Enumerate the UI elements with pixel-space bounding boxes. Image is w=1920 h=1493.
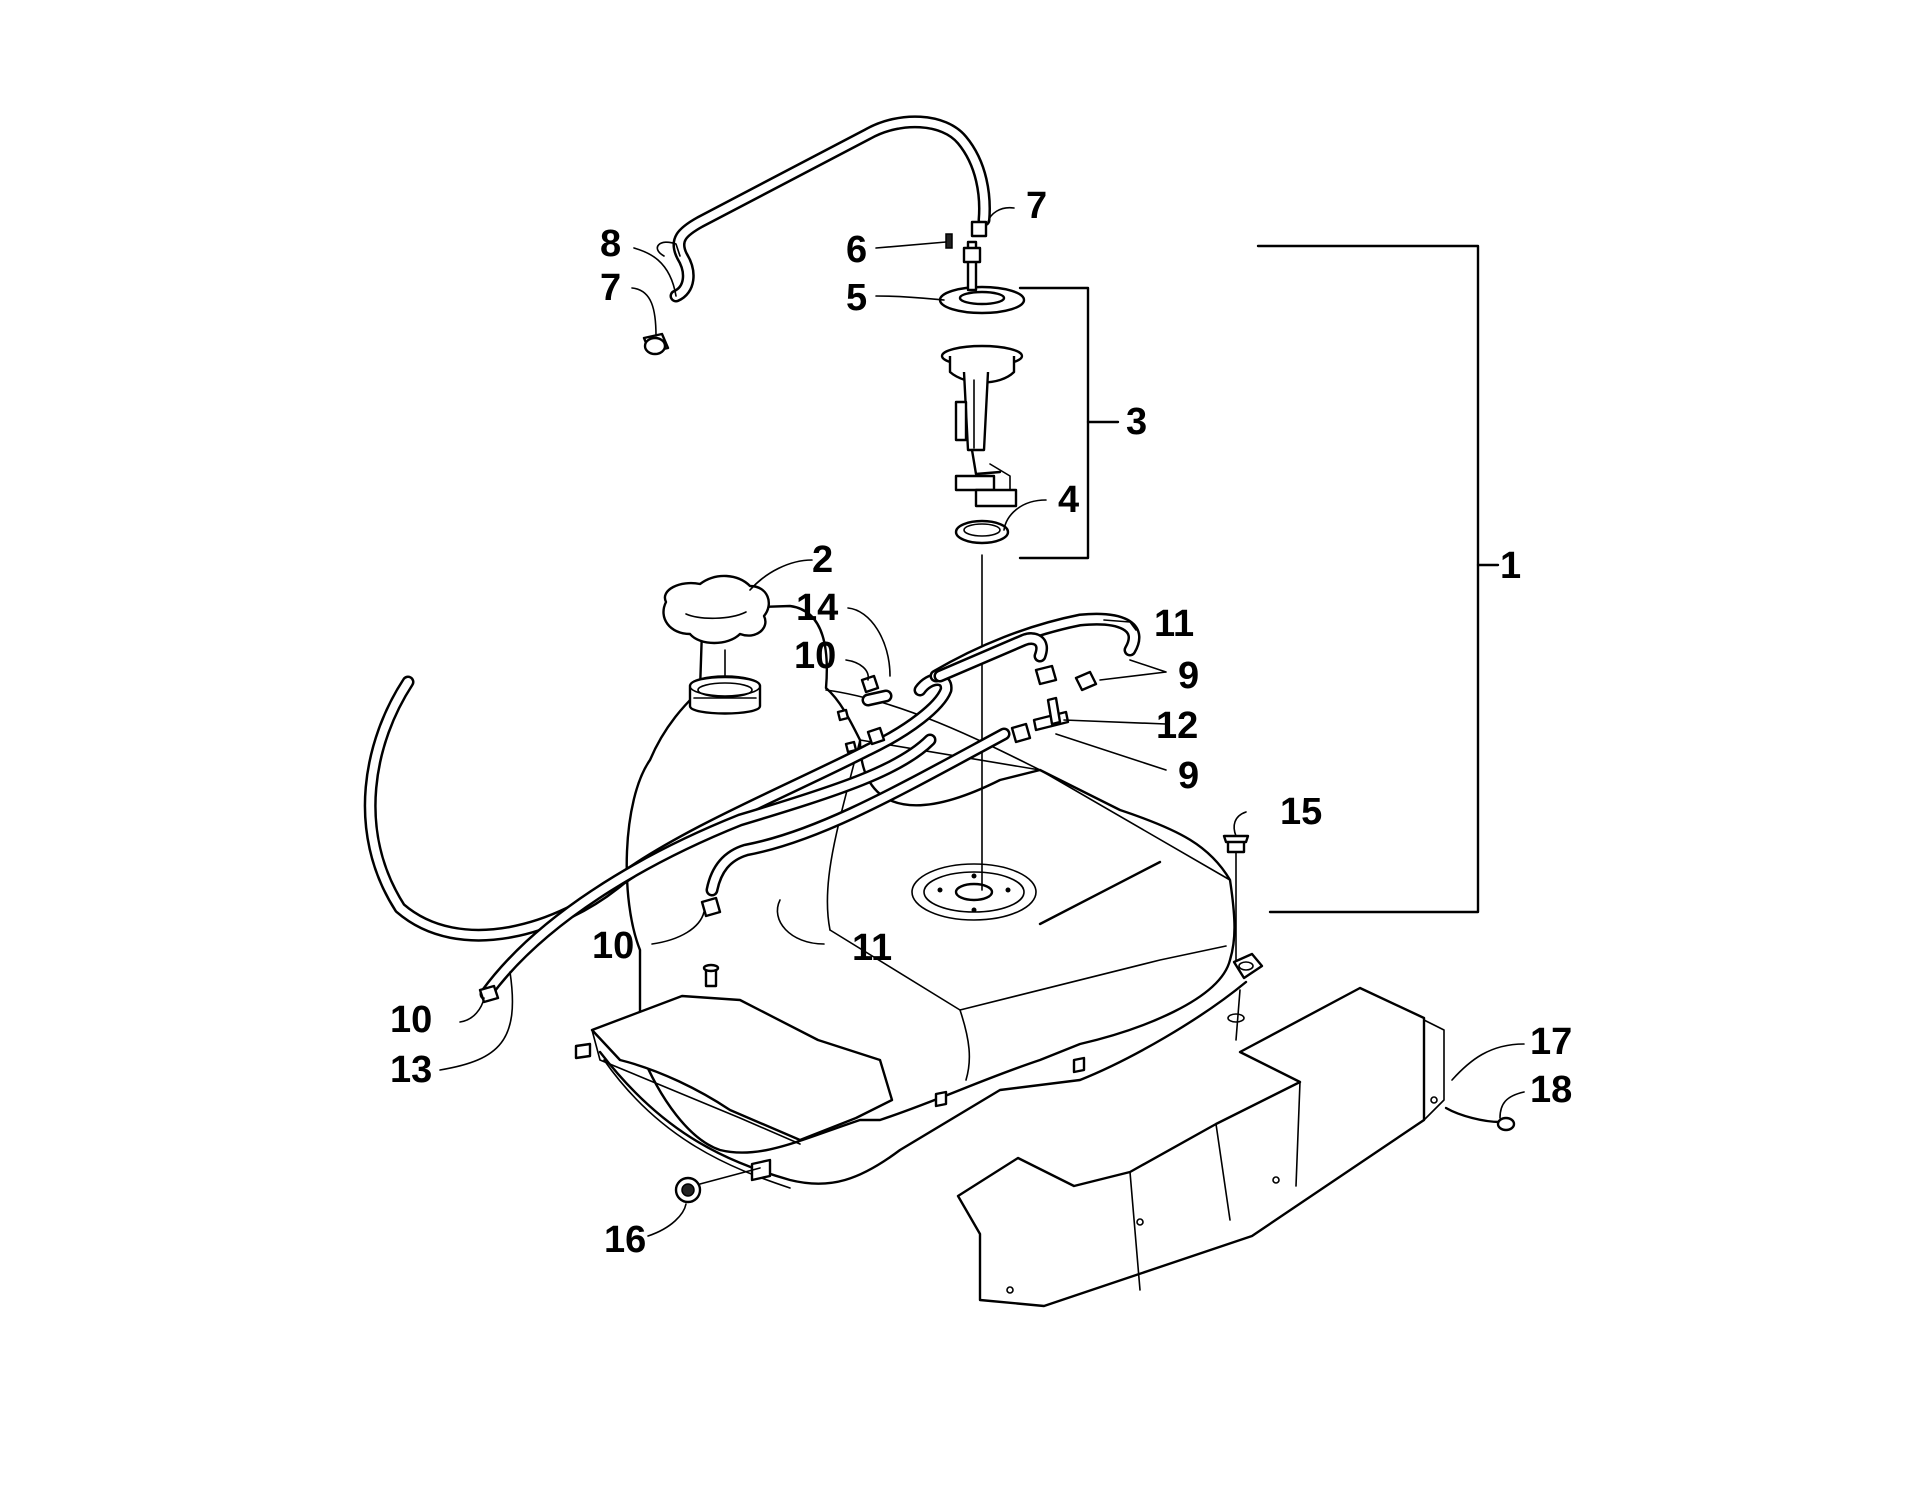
callout-9-lower: 9 (1178, 755, 1199, 797)
callout-12: 12 (1156, 705, 1198, 747)
callout-6: 6 (846, 229, 867, 271)
callout-18: 18 (1530, 1069, 1572, 1111)
callout-15: 15 (1280, 791, 1322, 833)
callout-1: 1 (1500, 545, 1521, 587)
fuel-cap (662, 574, 770, 677)
callout-5: 5 (846, 277, 867, 319)
callout-4: 4 (1058, 479, 1079, 521)
clamps (478, 220, 1516, 1204)
callout-11-lower: 11 (852, 927, 892, 969)
assembly-bracket-1 (1256, 244, 1500, 914)
callout-7-top: 7 (1026, 185, 1047, 227)
callout-3: 3 (1126, 401, 1147, 443)
callout-14: 14 (796, 587, 838, 629)
leader-lines (439, 206, 1525, 1237)
fuel-sender-assembly (938, 233, 1026, 891)
callout-11-upper: 11 (1154, 603, 1194, 645)
callout-9-upper: 9 (1178, 655, 1199, 697)
callout-10-middle: 10 (592, 925, 634, 967)
callout-10-upper: 10 (794, 635, 836, 677)
callout-8: 8 (600, 223, 621, 265)
heat-shield (956, 986, 1445, 1308)
hoses (363, 115, 1141, 1001)
fuel-tank (574, 604, 1264, 1189)
callout-17: 17 (1530, 1021, 1572, 1063)
callout-10-left: 10 (390, 999, 432, 1041)
callout-2: 2 (812, 539, 833, 581)
sender-bracket-3 (1018, 286, 1120, 560)
callout-13: 13 (390, 1049, 432, 1091)
callout-16: 16 (604, 1219, 646, 1261)
callout-labels: 1 2 3 4 5 6 7 7 8 9 9 10 10 10 11 11 12 … (390, 185, 1572, 1261)
callout-7-left: 7 (600, 267, 621, 309)
